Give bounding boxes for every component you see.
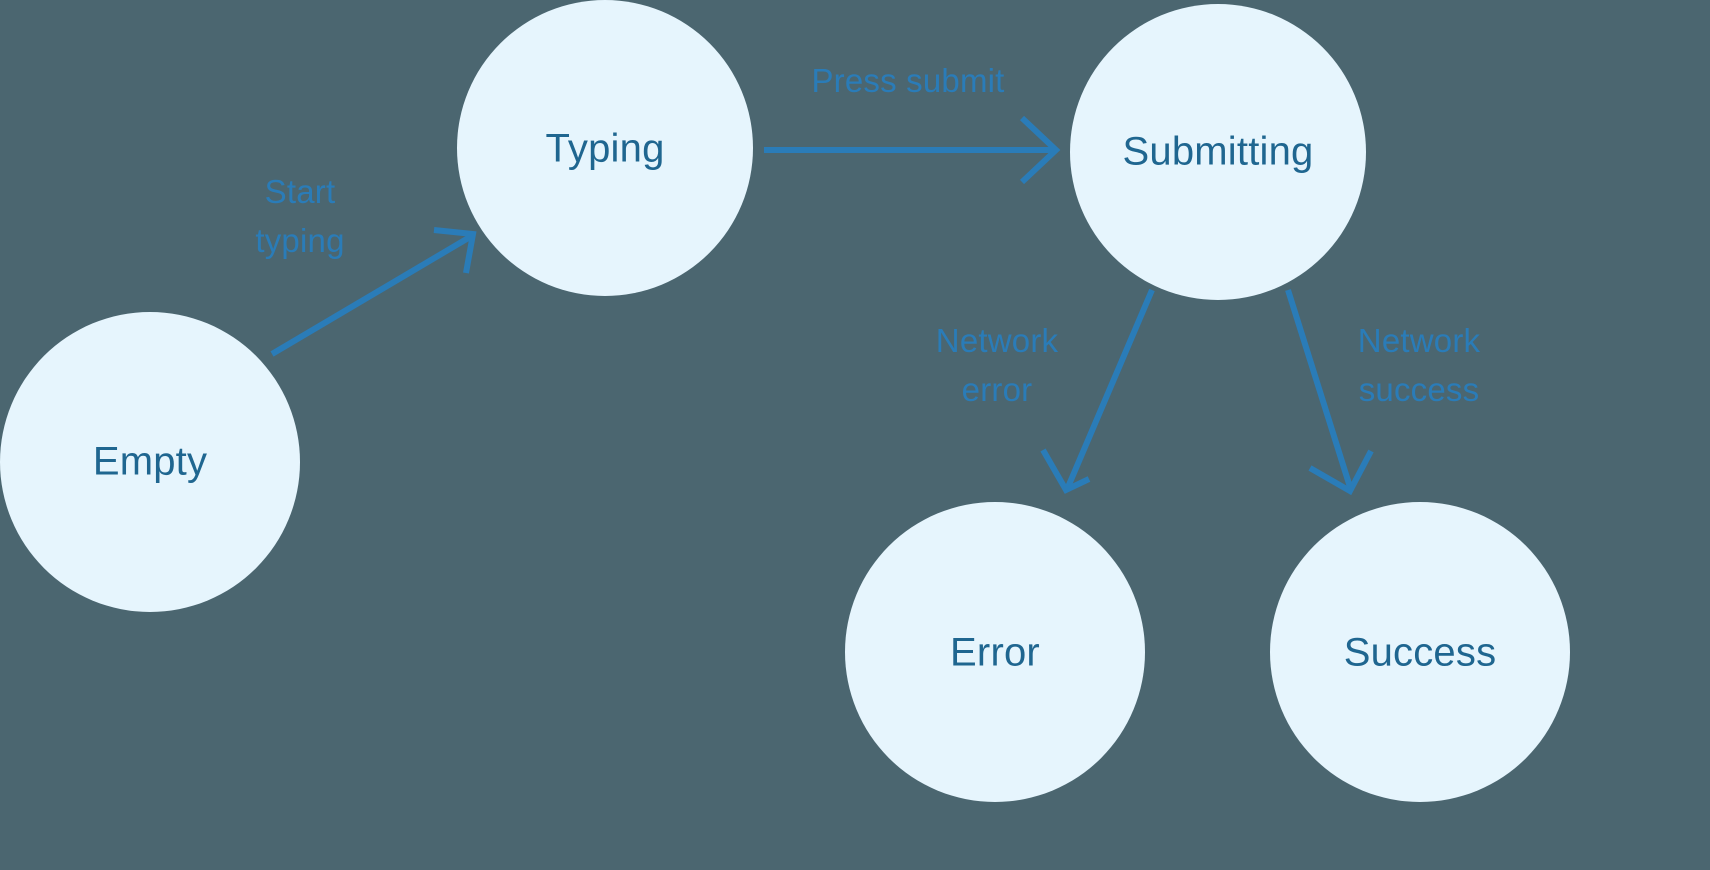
state-node-empty[interactable]: Empty <box>0 312 300 612</box>
edge-label-press-submit: Press submit <box>811 62 1004 99</box>
edge-empty-to-typing-arrowhead <box>433 227 477 274</box>
state-node-error-label: Error <box>950 631 1040 675</box>
edge-submitting-to-error-arrowhead <box>1040 448 1091 494</box>
edge-label-press-submit-line1: Press submit <box>811 62 1004 99</box>
edge-submitting-to-success-arrowhead <box>1308 449 1374 496</box>
state-node-error[interactable]: Error <box>845 502 1145 802</box>
edge-label-start-typing-line1: Start <box>265 173 336 210</box>
state-node-success-circle[interactable] <box>1270 502 1570 802</box>
edge-typing-to-submitting <box>764 115 1061 185</box>
edge-label-network-error-line1: Network <box>936 322 1059 359</box>
edge-submitting-to-error-line <box>1065 288 1155 489</box>
edge-label-start-typing-line2: typing <box>255 222 344 259</box>
edge-label-network-success: Network success <box>1358 322 1481 408</box>
state-node-submitting-circle[interactable] <box>1070 4 1366 300</box>
state-node-empty-label: Empty <box>93 440 207 484</box>
state-node-submitting[interactable]: Submitting <box>1070 4 1366 300</box>
edge-label-network-success-line1: Network <box>1358 322 1481 359</box>
edge-label-network-error-line2: error <box>962 371 1033 408</box>
state-node-success[interactable]: Success <box>1270 502 1570 802</box>
state-node-typing-label: Typing <box>545 127 664 171</box>
state-node-typing[interactable]: Typing <box>457 0 753 296</box>
edge-submitting-to-success <box>1285 289 1374 496</box>
state-node-success-label: Success <box>1344 631 1497 675</box>
edge-label-network-success-line2: success <box>1359 371 1480 408</box>
state-node-error-circle[interactable] <box>845 502 1145 802</box>
edge-typing-to-submitting-arrowhead <box>1019 115 1061 185</box>
edge-empty-to-typing <box>270 227 477 357</box>
edge-empty-to-typing-line <box>270 234 472 357</box>
edge-label-start-typing: Start typing <box>255 173 344 259</box>
edge-submitting-to-success-line <box>1285 289 1353 488</box>
edge-submitting-to-error <box>1040 288 1155 494</box>
state-node-typing-circle[interactable] <box>457 0 753 296</box>
state-node-submitting-label: Submitting <box>1123 130 1314 174</box>
edge-label-network-error: Network error <box>936 322 1059 408</box>
state-node-empty-circle[interactable] <box>0 312 300 612</box>
